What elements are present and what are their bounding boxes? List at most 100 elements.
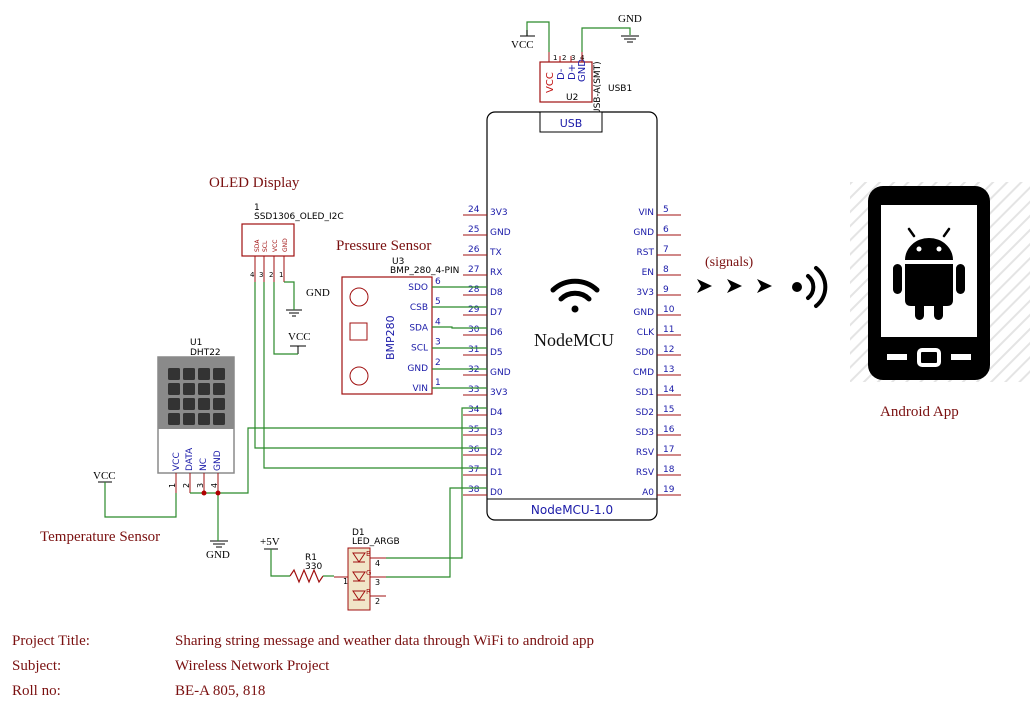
oled-pin-num-4: 4: [250, 271, 255, 279]
pin-number: 18: [663, 465, 675, 475]
bmp-pin-number: 2: [435, 358, 441, 368]
pin-number: 34: [468, 405, 480, 415]
usb-power-wires: [526, 21, 631, 52]
pin-number: 5: [663, 205, 669, 215]
oled-pin-vcc: VCC: [272, 240, 279, 252]
pin-number: 30: [468, 325, 480, 335]
vent-slot: [168, 383, 180, 395]
pin-name: GND: [490, 368, 511, 378]
dht-pin-num-3: 3: [196, 483, 205, 488]
bmp-pin-name: VIN: [412, 384, 428, 394]
vent-slot: [198, 368, 210, 380]
pin-name: GND: [633, 228, 654, 238]
bmp-pin-name: CSB: [410, 303, 428, 313]
dht-pin-num-4: 4: [210, 483, 219, 488]
pin-name: D2: [490, 448, 503, 458]
oled-pin-sda: SDA: [254, 239, 261, 252]
vent-slot: [198, 398, 210, 410]
usb-type: USB-A(SMT): [593, 61, 603, 115]
led-pin-4: 4: [375, 559, 380, 568]
oled-pin-gnd: GND: [282, 238, 289, 252]
pin-number: 24: [468, 205, 480, 215]
pin-number: 14: [663, 385, 675, 395]
bmp-pin-number: 6: [435, 277, 441, 287]
vent-slot: [183, 398, 195, 410]
info-value: Wireless Network Project: [175, 658, 330, 674]
oled-pin-num-2: 2: [269, 271, 273, 279]
pin-number: 9: [663, 285, 669, 295]
pin-number: 11: [663, 325, 674, 335]
resistor-value: 330: [305, 562, 322, 572]
oled-part: SSD1306_OLED_I2C: [254, 212, 344, 222]
pin-name: D4: [490, 408, 503, 418]
vcc-symbol-top: VCC: [511, 30, 535, 51]
gnd-symbol-top: GND: [618, 13, 642, 43]
pressure-title: Pressure Sensor: [336, 238, 431, 254]
pin-name: SD1: [636, 388, 654, 398]
pin-name: D1: [490, 468, 503, 478]
bmp280-module: U3 BMP_280_4-PIN BMP280: [341, 257, 459, 395]
usb-connector: VCC D- D+ GND 1 2 3 4 U2 USB-A(SMT) USB1: [539, 52, 632, 115]
pin-name: RSV: [636, 448, 655, 458]
bmp-pin-number: 3: [435, 338, 441, 348]
pin-number: 32: [468, 365, 479, 375]
info-label: Project Title:: [12, 633, 90, 649]
wifi-icon: [550, 278, 600, 313]
pin-number: 28: [468, 285, 480, 295]
pin-name: SD0: [636, 348, 655, 358]
vcc-top-label: VCC: [511, 39, 534, 51]
bmp-ref: U3: [392, 257, 404, 267]
pin-name: RSV: [636, 468, 655, 478]
nodemcu-right-pins: 5VIN6GND7RST8EN93V310GND11CLK12SD013CMD1…: [633, 205, 681, 498]
led-channel-r: R: [366, 588, 371, 596]
pin-number: 7: [663, 245, 669, 255]
oled-pin-scl: SCL: [262, 240, 269, 252]
pin-number: 16: [663, 425, 675, 435]
pin-name: EN: [642, 268, 654, 278]
info-value: Sharing string message and weather data …: [175, 633, 595, 649]
plus5v-symbol: +5V: [260, 536, 280, 550]
usb-ref: U2: [566, 93, 578, 103]
pin-number: 10: [663, 305, 675, 315]
pin-number: 6: [663, 225, 669, 235]
info-label: Roll no:: [12, 683, 61, 699]
pin-name: GND: [633, 308, 654, 318]
nodemcu-board: USB NodeMCU-1.0 NodeMCU: [486, 111, 658, 521]
pin-name: TX: [489, 248, 502, 258]
pin-number: 25: [468, 225, 479, 235]
gnd-symbol-oled: GND: [286, 287, 330, 317]
pin-number: 29: [468, 305, 480, 315]
oled-title: OLED Display: [209, 175, 300, 191]
nodemcu-center-label: NodeMCU: [534, 330, 614, 350]
dht-pin-vcc: VCC: [172, 452, 182, 471]
pin-name: D7: [490, 308, 503, 318]
bmp-body-label: BMP280: [384, 315, 397, 360]
vent-slot: [213, 413, 225, 425]
rgb-led: D1 LED_ARGB B G R 4 3 2 1: [334, 528, 400, 611]
bmp-pin-number: 4: [435, 317, 441, 327]
pin-number: 35: [468, 425, 479, 435]
resistor-r1: R1 330: [289, 553, 324, 584]
pin-number: 27: [468, 265, 479, 275]
led-pin-1: 1: [343, 577, 348, 586]
vent-slot: [198, 383, 210, 395]
pin-name: D0: [490, 488, 503, 498]
vcc-symbol-temp: VCC: [93, 470, 116, 483]
vent-slot: [213, 368, 225, 380]
pin-name: CMD: [633, 368, 654, 378]
vent-slot: [213, 398, 225, 410]
pin-name: 3V3: [490, 388, 508, 398]
vcc-symbol-oled: VCC: [288, 331, 311, 354]
pin-number: 13: [663, 365, 674, 375]
pin-name: D8: [490, 288, 503, 298]
bmp-pin-name: SDO: [408, 283, 428, 293]
pin-name: SD3: [636, 428, 654, 438]
vent-slot: [183, 368, 195, 380]
oled-pin-num-3: 3: [259, 271, 263, 279]
circuit-schematic: VCC D- D+ GND 1 2 3 4 U2 USB-A(SMT) USB1…: [40, 13, 1030, 611]
usb-pin-dminus: D-: [556, 68, 567, 80]
dht-part: DHT22: [190, 348, 221, 358]
dht-pin-data: DATA: [185, 447, 195, 471]
plus5v-label: +5V: [260, 536, 280, 548]
usb-pin-vcc: VCC: [545, 72, 556, 93]
